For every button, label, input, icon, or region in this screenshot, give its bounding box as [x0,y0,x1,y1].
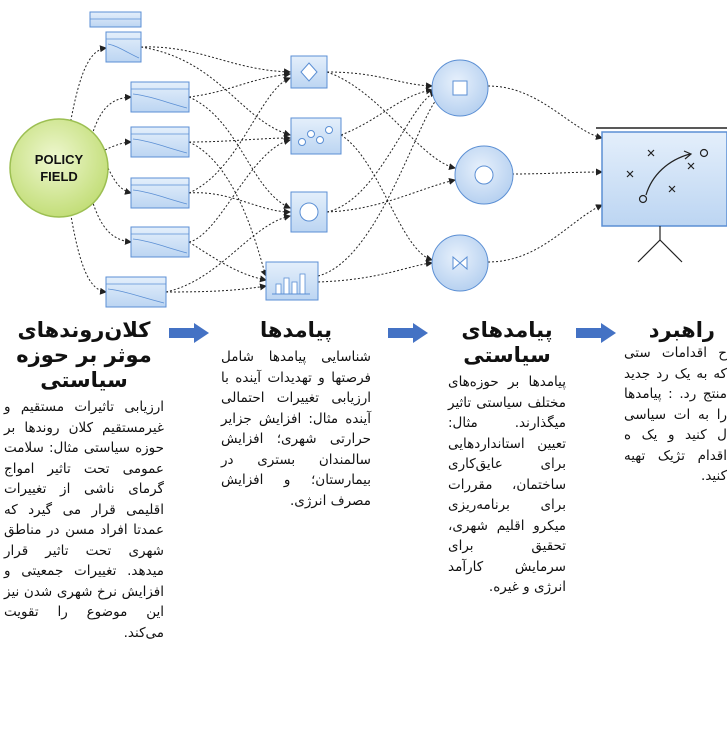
policy-title: پیامدهای سیاستی [461,318,553,367]
square-icon [431,59,489,117]
implications-title: پیامدها [260,318,332,342]
scatter-dots-icon [290,117,342,155]
policy-flow-diagram: POLICY FIELD [9,11,727,308]
strategy-body: ح اقدامات ستی که به یک رد جدید منتج رد. … [624,345,727,484]
strategy-whiteboard-icon [596,127,727,263]
policy-column: پیامدهای سیاستی پیامدها بر حوزه‌های مختل… [448,318,566,598]
flow-arrow-2 [388,323,428,343]
trend-connectors [140,46,291,293]
source-label-line2: FIELD [40,169,78,184]
trends-body: ارزیابی تاثیرات مستقیم و غیرمستقیم کلان … [4,399,164,641]
flow-arrow-3 [576,323,616,343]
trend-card-icon [130,126,190,158]
bar-chart-icon [265,261,319,301]
policy-implication-nodes [431,59,514,292]
implication-connectors [317,71,456,283]
policy-field-node: POLICY FIELD [9,118,109,218]
trend-card-icon [130,226,190,258]
policy-connectors [487,85,603,263]
implications-body: شناسایی پیامدها شامل فرصتها و تهدیدات آی… [221,349,371,509]
trend-cards [89,11,190,308]
bowtie-icon [431,234,489,292]
strategy-column: راهبرد ح اقدامات ستی که به یک رد جدید من… [624,318,727,487]
strategy-title: راهبرد [648,318,715,342]
trend-card-icon [130,81,190,113]
trends-column: کلان‌روندهای موثر بر حوزه سیاستی ارزیابی… [4,318,164,643]
source-label-line1: POLICY [35,152,84,167]
source-connectors [69,45,132,295]
implications-column: پیامدها شناسایی پیامدها شامل فرصتها و ته… [221,318,371,511]
trend-card-icon [130,177,190,209]
trend-card-icon [89,11,142,28]
policy-body: پیامدها بر حوزه‌های مختلف سیاستی تاثیر م… [448,374,566,595]
trends-title: کلان‌روندهای موثر بر حوزه سیاستی [16,318,152,392]
implication-boxes [265,55,342,301]
circle-icon [454,145,514,205]
diamond-icon [290,55,328,89]
trend-card-icon [105,276,167,308]
trend-card-icon [105,31,142,63]
flow-arrow-1 [169,323,209,343]
circle-icon [290,191,328,233]
